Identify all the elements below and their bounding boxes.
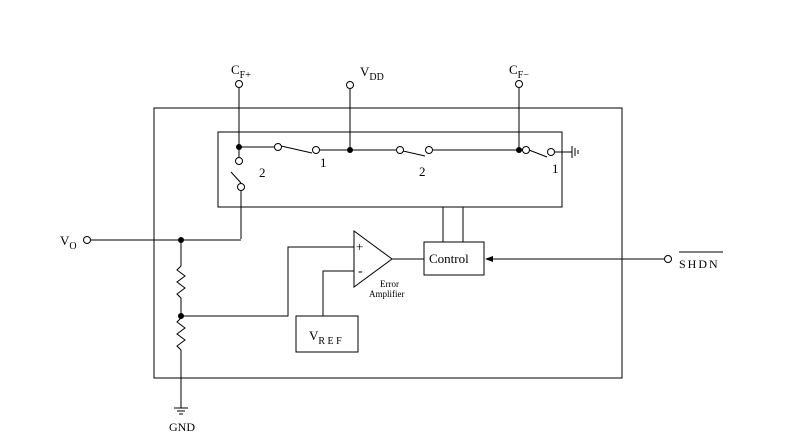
switch-label-1-left: 1 xyxy=(320,155,327,170)
amp-label-error: Error xyxy=(380,279,399,289)
cf-minus-label: CF− xyxy=(509,62,529,81)
amp-label-amplifier: Amplifier xyxy=(369,289,405,299)
vdd-terminal xyxy=(346,81,354,150)
vref-label: VR E F xyxy=(309,328,342,347)
resistor-divider xyxy=(176,240,186,408)
switch-label-1-right: 1 xyxy=(552,161,559,176)
shdn-label: SHDN xyxy=(679,257,720,271)
feedback-wire xyxy=(181,246,354,317)
error-amplifier-symbol xyxy=(353,230,393,288)
shdn-terminal xyxy=(664,255,672,263)
switch-array-box xyxy=(217,131,563,208)
switch-row-wiring xyxy=(236,143,572,158)
control-label: Control xyxy=(429,251,469,266)
ground-icon xyxy=(571,146,579,158)
vdd-label: VDD xyxy=(360,64,384,83)
vertical-switch xyxy=(230,147,245,239)
switch-label-2-left: 2 xyxy=(259,165,266,180)
vref-block xyxy=(295,315,359,353)
cf-plus-terminal xyxy=(235,80,243,147)
amp-plus-sign: + xyxy=(356,239,363,254)
cf-plus-label: CF+ xyxy=(231,62,251,81)
amp-minus-sign: - xyxy=(358,264,363,279)
gnd-icon xyxy=(174,407,188,415)
vref-wire xyxy=(322,270,354,316)
switch-label-2-center: 2 xyxy=(419,164,426,179)
vo-label: VO xyxy=(60,233,77,252)
shdn-arrow-icon xyxy=(485,256,493,262)
gnd-label: GND xyxy=(169,420,195,434)
control-block xyxy=(423,241,485,276)
chip-outline xyxy=(153,107,623,379)
cf-minus-terminal xyxy=(515,80,523,150)
vo-terminal xyxy=(83,236,91,244)
